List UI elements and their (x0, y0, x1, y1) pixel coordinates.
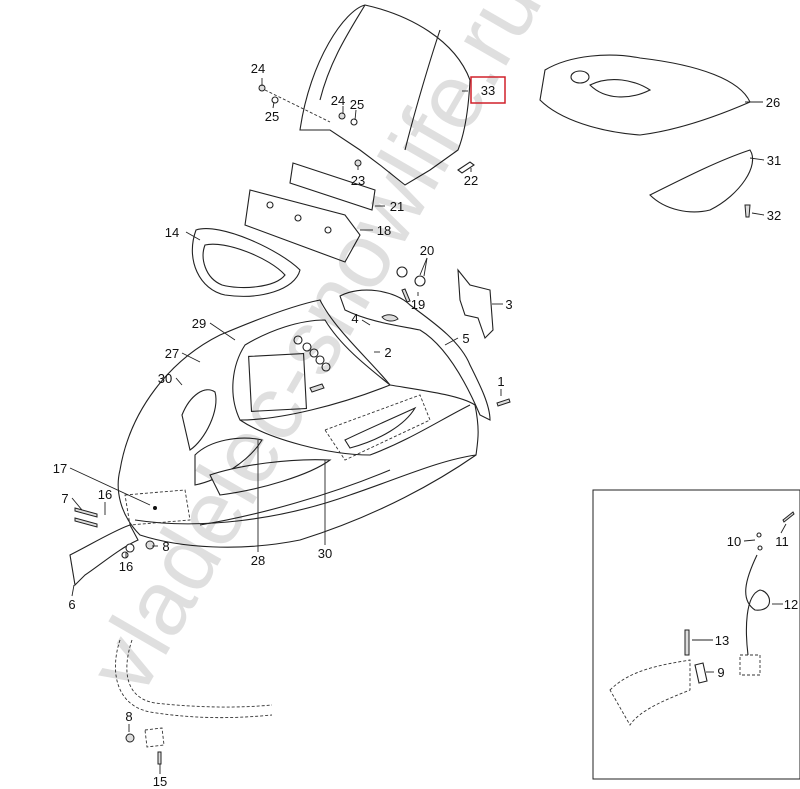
callout[interactable]: 28 (251, 553, 265, 568)
callout[interactable]: 1 (497, 374, 504, 389)
callout[interactable]: 25 (350, 97, 364, 112)
callout[interactable]: 31 (767, 153, 781, 168)
callout[interactable]: 12 (784, 597, 798, 612)
bracket-part[interactable] (457, 268, 494, 340)
callout[interactable]: 6 (68, 597, 75, 612)
callout[interactable]: 14 (165, 225, 179, 240)
highlight-box (470, 76, 506, 104)
callout[interactable]: 22 (464, 173, 478, 188)
callout-highlighted[interactable]: 33 (481, 83, 495, 98)
pad-part[interactable] (289, 162, 376, 211)
callout[interactable]: 27 (165, 346, 179, 361)
callout[interactable]: 25 (265, 109, 279, 124)
callout[interactable]: 2 (384, 345, 391, 360)
detail-inset (592, 489, 800, 780)
callout[interactable]: 8 (125, 709, 132, 724)
washer-icon (271, 96, 279, 104)
trim-part[interactable] (649, 149, 754, 213)
hood-part[interactable] (117, 299, 479, 548)
console-part[interactable] (244, 189, 361, 263)
callout[interactable]: 24 (251, 61, 265, 76)
callout[interactable]: 11 (775, 534, 789, 549)
callout[interactable]: 3 (505, 297, 512, 312)
rear-panel-part[interactable] (539, 54, 751, 136)
callout[interactable]: 30 (158, 371, 172, 386)
callout[interactable]: 26 (766, 95, 780, 110)
clip-part (457, 161, 475, 174)
callout[interactable]: 10 (727, 534, 741, 549)
callout[interactable]: 32 (767, 208, 781, 223)
callout[interactable]: 16 (98, 487, 112, 502)
callout[interactable]: 23 (351, 173, 365, 188)
side-panel-part[interactable] (339, 289, 491, 421)
callout[interactable]: 16 (119, 559, 133, 574)
callout[interactable]: 5 (462, 331, 469, 346)
bumper-bracket-part[interactable] (69, 524, 139, 587)
callout[interactable]: 9 (717, 665, 724, 680)
callout[interactable]: 18 (377, 223, 391, 238)
callout[interactable]: 30 (318, 546, 332, 561)
callout[interactable]: 8 (162, 539, 169, 554)
callout[interactable]: 17 (53, 461, 67, 476)
callout[interactable]: 19 (411, 297, 425, 312)
callout[interactable]: 13 (715, 633, 729, 648)
callout[interactable]: 15 (153, 774, 167, 789)
callout[interactable]: 7 (61, 491, 68, 506)
callout[interactable]: 21 (390, 199, 404, 214)
callout[interactable]: 24 (331, 93, 345, 108)
callout[interactable]: 29 (192, 316, 206, 331)
windshield-part[interactable] (299, 4, 471, 186)
gauge-cover-part[interactable] (191, 228, 301, 297)
callout[interactable]: 4 (351, 311, 358, 326)
callout-labels: 24 25 24 25 33 23 22 21 18 14 20 19 3 4 … (53, 61, 798, 789)
callout[interactable]: 20 (420, 243, 434, 258)
